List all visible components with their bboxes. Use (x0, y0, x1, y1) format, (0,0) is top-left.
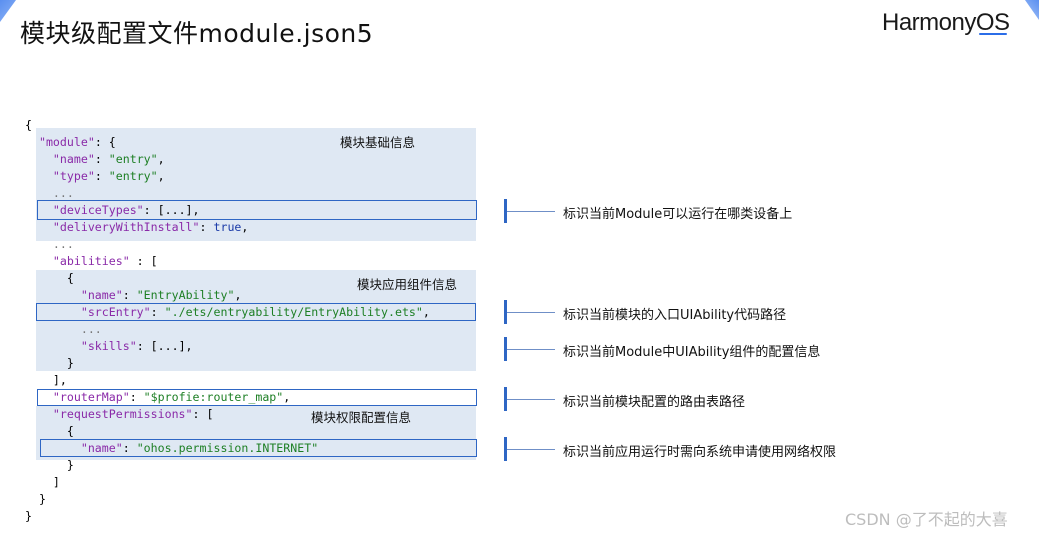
code-line: "abilities" : [ (52, 254, 158, 268)
code-line: "routerMap": "$profie:router_map", (52, 390, 291, 404)
code-line: ... (25, 237, 74, 251)
callout-connector (507, 349, 555, 350)
code-line: "requestPermissions": [ (52, 407, 214, 421)
code-line: ], (25, 373, 67, 387)
corner-decoration-left (0, 0, 16, 22)
brand-prefix: Harmony (882, 9, 976, 36)
section-label-basic: 模块基础信息 (340, 135, 416, 150)
callout-connector (507, 449, 555, 450)
callout-marker (504, 199, 507, 223)
code-line: "deviceTypes": [...], (52, 203, 200, 217)
code-line: } (25, 509, 32, 523)
brand-underline-mark (978, 33, 1007, 35)
code-line: } (25, 492, 46, 506)
code-line: "type": "entry", (52, 169, 165, 183)
callout-text-router-map: 标识当前模块配置的路由表路径 (563, 395, 746, 410)
code-line: "module": { (38, 135, 116, 149)
code-line: "skills": [...], (80, 339, 193, 353)
callout-text-src-entry: 标识当前模块的入口UIAbility代码路径 (563, 308, 787, 323)
callout-connector (507, 399, 555, 400)
section-label-components: 模块应用组件信息 (357, 277, 458, 292)
callout-marker (504, 300, 507, 324)
code-line: { (25, 271, 74, 285)
code-line: { (25, 424, 74, 438)
corner-decoration-right (1025, 0, 1039, 20)
code-line: "name": "EntryAbility", (80, 288, 242, 302)
watermark: CSDN @了不起的大喜 (845, 510, 1008, 529)
code-line: ... (25, 186, 74, 200)
callout-text-device-types: 标识当前Module可以运行在哪类设备上 (563, 207, 793, 222)
code-line: "name": "entry", (52, 152, 165, 166)
brand-suffix: OS (975, 9, 1010, 36)
code-line: { (25, 118, 32, 132)
callout-text-permissions: 标识当前应用运行时需向系统申请使用网络权限 (563, 445, 837, 460)
code-line: ] (25, 475, 60, 489)
callout-connector (507, 211, 555, 212)
highlight-router-map (37, 389, 477, 406)
code-line: "srcEntry": "./ets/entryability/EntryAbi… (80, 305, 430, 319)
callout-connector (507, 312, 555, 313)
code-line: } (25, 356, 74, 370)
panel-permissions-info (36, 406, 476, 460)
callout-marker (504, 387, 507, 411)
highlight-src-entry (36, 303, 476, 321)
callout-marker (504, 337, 507, 361)
callout-marker (504, 437, 507, 461)
section-label-permissions: 模块权限配置信息 (311, 410, 412, 425)
panel-basic-info (36, 128, 476, 241)
code-line: ... (25, 322, 102, 336)
code-line: "deliveryWithInstall": true, (52, 220, 249, 234)
code-line: "name": "ohos.permission.INTERNET" (80, 441, 319, 455)
highlight-device-types (37, 200, 477, 220)
callout-text-skills: 标识当前Module中UIAbility组件的配置信息 (563, 345, 821, 360)
slide-title: 模块级配置文件module.json5 (20, 19, 374, 48)
code-line: } (25, 458, 74, 472)
highlight-permission-name (40, 439, 477, 457)
